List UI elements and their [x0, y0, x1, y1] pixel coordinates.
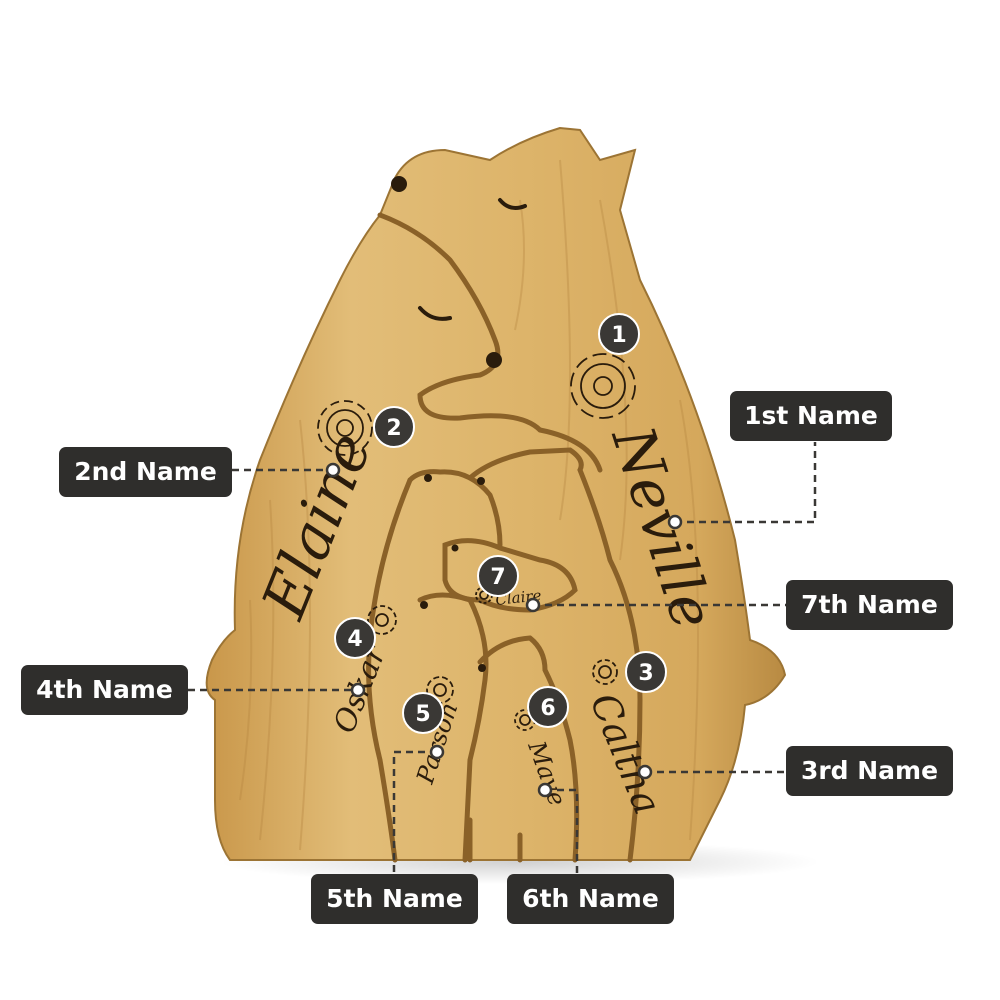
bear-faces	[391, 176, 527, 672]
badge-4-number: 4	[347, 627, 362, 652]
callout-label-1st-name: 1st Name	[730, 391, 892, 441]
badge-1-number: 1	[611, 323, 626, 348]
badge-5: 5	[402, 692, 444, 734]
badge-2-number: 2	[386, 416, 401, 441]
number-badges: 1 2 3 4 5 6 7	[334, 313, 667, 734]
callout-label-2nd-name: 2nd Name	[59, 447, 232, 497]
callout-label-4th-name: 4th Name	[21, 665, 188, 715]
child-nose-icon	[451, 544, 459, 552]
flower-3-icon	[592, 659, 618, 685]
mother-eye-icon	[418, 306, 452, 321]
badge-3: 3	[625, 651, 667, 693]
badge-5-number: 5	[415, 702, 430, 727]
badge-6: 6	[527, 686, 569, 728]
flower-1-icon	[570, 353, 636, 419]
callout-label-6th-name: 6th Name	[507, 874, 674, 924]
badge-2: 2	[373, 406, 415, 448]
mother-nose-icon	[391, 176, 407, 192]
child-nose-icon	[478, 664, 486, 672]
badge-1: 1	[598, 313, 640, 355]
badge-7-number: 7	[490, 565, 505, 590]
callout-label-5th-name: 5th Name	[311, 874, 478, 924]
flower-2-icon	[317, 400, 373, 456]
child-nose-icon	[477, 477, 485, 485]
badge-4: 4	[334, 617, 376, 659]
father-nose-icon	[486, 352, 502, 368]
child-nose-icon	[424, 474, 432, 482]
child-nose-icon	[420, 601, 428, 609]
puzzle-cut-lines	[366, 212, 643, 863]
badge-3-number: 3	[638, 661, 653, 686]
badge-6-number: 6	[540, 696, 555, 721]
callout-label-3rd-name: 3rd Name	[786, 746, 953, 796]
badge-7: 7	[477, 555, 519, 597]
callout-label-7th-name: 7th Name	[786, 580, 953, 630]
father-eye-icon	[498, 198, 527, 210]
callout-anchor-dots	[325, 462, 683, 798]
flower-4-icon	[367, 605, 397, 635]
callout-leader-lines	[188, 442, 817, 875]
